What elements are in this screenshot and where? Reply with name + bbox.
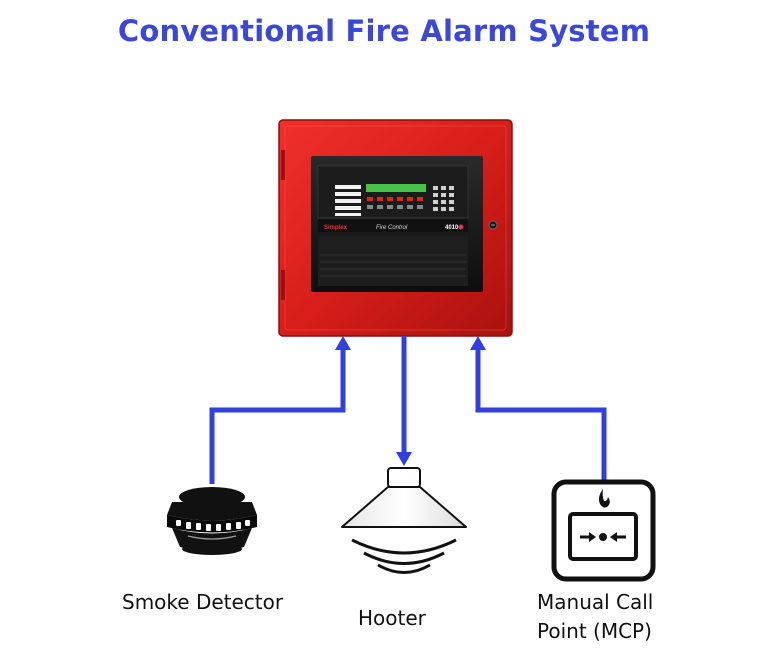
smoke-detector-icon xyxy=(167,487,257,555)
hooter-icon xyxy=(341,467,467,574)
panel-lower-section xyxy=(318,236,468,286)
mcp-label-line2: Point (MCP) xyxy=(537,619,652,643)
manual-call-point-icon xyxy=(551,479,656,582)
mcp-label-line1: Manual Call xyxy=(537,590,654,614)
panel-number-text: 4010 xyxy=(445,225,459,231)
connector-smoke-to-panel xyxy=(209,346,346,484)
connector-mcp-to-panel xyxy=(475,346,607,480)
smoke-detector-label: Smoke Detector xyxy=(122,590,284,614)
diagram-title: Conventional Fire Alarm System xyxy=(117,14,651,48)
panel-keypad xyxy=(433,186,454,211)
fire-alarm-panel: Simplex Fire Control 4010 xyxy=(278,119,513,337)
mcp-label: Manual Call Point (MCP) xyxy=(537,588,653,646)
panel-brand-bar xyxy=(318,219,468,232)
hooter-label: Hooter xyxy=(358,606,426,630)
panel-label-strips xyxy=(335,185,361,216)
connector-arrowheads xyxy=(335,336,486,466)
panel-buttons xyxy=(367,197,423,209)
arrowhead-smoke-panel xyxy=(335,336,351,350)
panel-brand-text: Simplex xyxy=(324,225,348,231)
arrowhead-hooter xyxy=(396,452,412,466)
arrowhead-mcp-panel xyxy=(470,336,486,350)
flame-icon xyxy=(599,489,610,508)
panel-hinge xyxy=(281,150,285,180)
connectors xyxy=(209,336,607,484)
panel-lcd xyxy=(366,184,426,192)
panel-model-text: Fire Control xyxy=(376,225,408,231)
panel-vents xyxy=(320,254,466,277)
